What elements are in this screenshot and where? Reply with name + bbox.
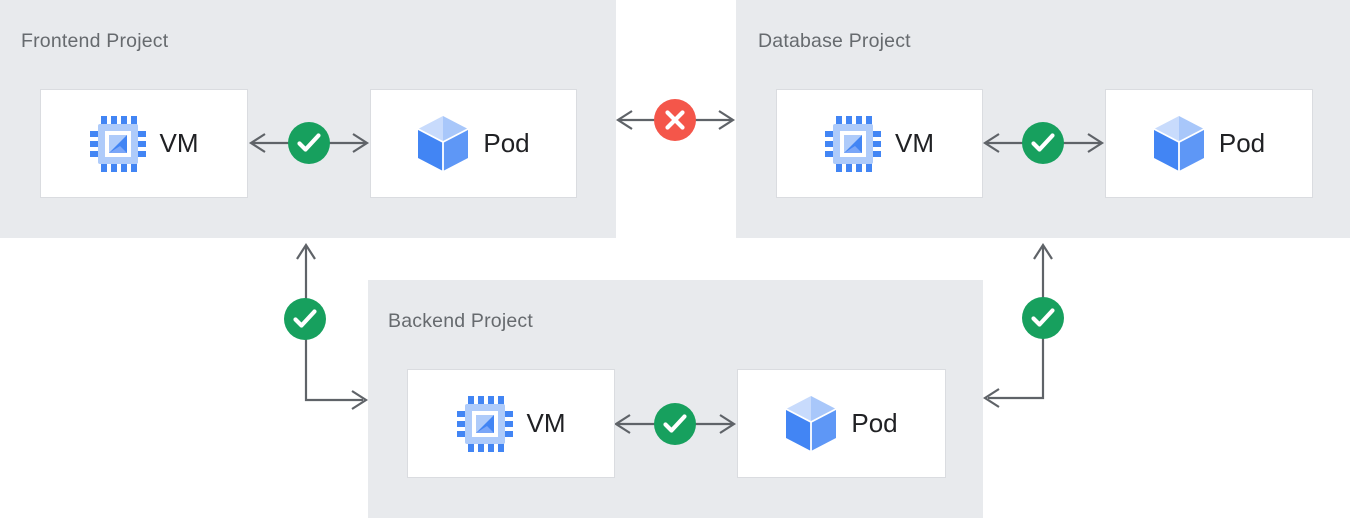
node-label: VM bbox=[526, 408, 566, 438]
node-label: Pod bbox=[851, 408, 898, 438]
node-label: Pod bbox=[1218, 128, 1266, 158]
compute-engine-vm-icon bbox=[456, 395, 513, 452]
node-label: VM bbox=[159, 128, 199, 158]
kubernetes-pod-icon bbox=[785, 395, 837, 452]
check-icon bbox=[1031, 308, 1055, 327]
kubernetes-pod-icon bbox=[1153, 115, 1205, 172]
status-badge-database-backend bbox=[1022, 297, 1064, 339]
node-label: Pod bbox=[483, 128, 530, 158]
database-pod-node: Pod bbox=[1105, 89, 1313, 198]
check-icon bbox=[293, 309, 317, 328]
status-badge-frontend-backend bbox=[284, 298, 326, 340]
backend-vm-node: VM bbox=[407, 369, 615, 478]
project-title-frontend: Frontend Project bbox=[21, 30, 169, 52]
compute-engine-vm-icon bbox=[825, 115, 881, 172]
backend-pod-node: Pod bbox=[737, 369, 946, 478]
project-title-backend: Backend Project bbox=[388, 310, 533, 332]
node-label: VM bbox=[895, 128, 934, 158]
project-title-database: Database Project bbox=[758, 30, 911, 52]
status-badge-frontend-database-blocked bbox=[654, 99, 696, 141]
compute-engine-vm-icon bbox=[89, 115, 146, 172]
kubernetes-pod-icon bbox=[417, 115, 469, 172]
link-database-backend bbox=[982, 242, 1053, 408]
frontend-pod-node: Pod bbox=[370, 89, 577, 198]
link-frontend-database bbox=[615, 110, 736, 130]
link-frontend-backend bbox=[296, 242, 369, 410]
frontend-vm-node: VM bbox=[40, 89, 248, 198]
cross-icon bbox=[665, 110, 685, 130]
database-vm-node: VM bbox=[776, 89, 983, 198]
